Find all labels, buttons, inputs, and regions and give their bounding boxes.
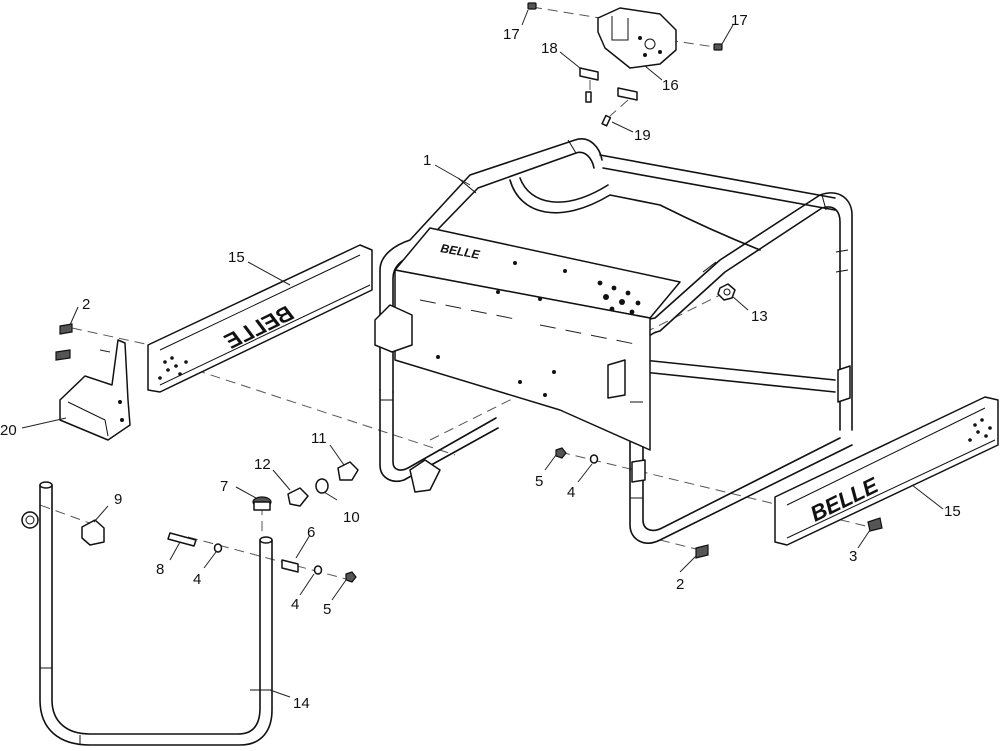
handle-bracket-guard — [55, 323, 131, 441]
callout-20: 20 — [0, 422, 17, 439]
callout-9: 9 — [114, 491, 122, 508]
callout-leaders — [21, 9, 944, 698]
side-rail-right: BELLE — [774, 396, 999, 546]
frame-brand-text: BELLE — [439, 241, 481, 262]
callout-6: 6 — [307, 524, 315, 541]
callout-19: 19 — [634, 127, 651, 144]
callout-4-left: 4 — [193, 571, 201, 588]
callout-7: 7 — [220, 478, 228, 495]
callout-14: 14 — [293, 695, 310, 712]
callout-labels: 1 2 2 3 4 4 4 5 5 6 7 8 9 10 11 12 13 14… — [0, 12, 961, 712]
callout-18: 18 — [541, 40, 558, 57]
callout-5-frame: 5 — [535, 473, 543, 490]
lifting-handle — [21, 481, 273, 746]
callout-4-lower: 4 — [291, 596, 299, 613]
callout-2-left: 2 — [82, 296, 90, 313]
callout-13: 13 — [751, 308, 768, 325]
callout-15-right: 15 — [944, 503, 961, 520]
callout-10: 10 — [343, 509, 360, 526]
callout-17-left: 17 — [503, 26, 520, 43]
callout-15-left: 15 — [228, 249, 245, 266]
main-frame: BELLE — [374, 138, 853, 544]
callout-4-frame: 4 — [567, 484, 575, 501]
callout-3: 3 — [849, 548, 857, 565]
side-rail-left: BELLE — [147, 244, 373, 393]
callout-12: 12 — [254, 456, 271, 473]
callout-8: 8 — [156, 561, 164, 578]
callout-16: 16 — [662, 77, 679, 94]
callout-2-right: 2 — [676, 576, 684, 593]
callout-5-lower: 5 — [323, 601, 331, 618]
callout-11: 11 — [311, 430, 327, 447]
callout-17-right: 17 — [731, 12, 748, 29]
engine-mount-bracket — [527, 2, 723, 127]
hardware-parts — [81, 283, 883, 583]
callout-1: 1 — [423, 152, 431, 169]
